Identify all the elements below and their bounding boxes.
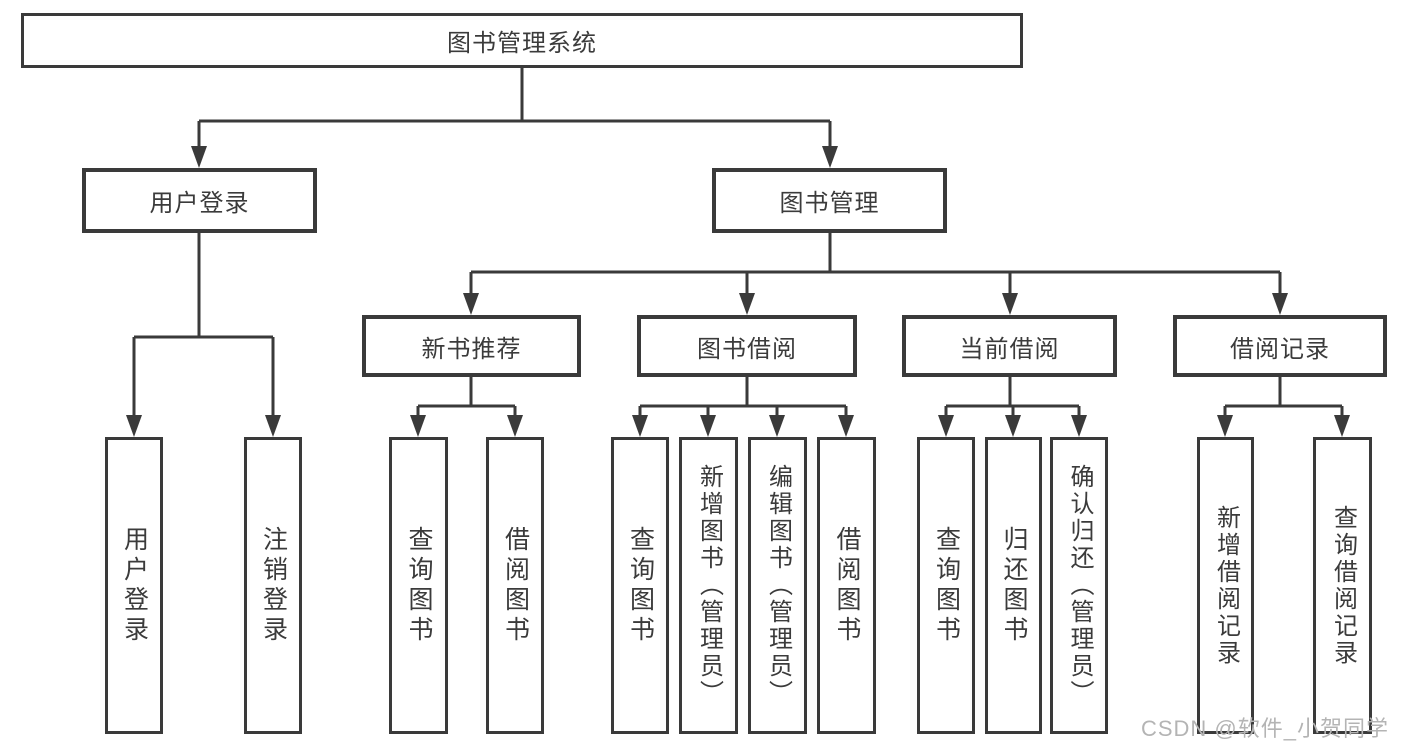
node-library-management-system: 图书管理系统 — [21, 13, 1023, 68]
node-label: 借阅记录 — [1230, 335, 1330, 363]
node-leaf-return-books: 归还图书 — [985, 437, 1042, 734]
node-leaf-confirm-return-admin: 确认归还（管理员） — [1050, 437, 1108, 734]
node-label: 查询借阅记录 — [1329, 504, 1357, 667]
arrow-down-icon — [1334, 415, 1350, 437]
node-user-login: 用户登录 — [82, 168, 317, 233]
node-leaf-borrow-books-recommend: 借阅图书 — [486, 437, 544, 734]
arrow-down-icon — [1217, 415, 1233, 437]
node-leaf-add-books-admin: 新增图书（管理员） — [679, 437, 738, 734]
node-leaf-edit-books-admin: 编辑图书（管理员） — [748, 437, 807, 734]
arrow-down-icon — [700, 415, 716, 437]
node-label: 查询图书 — [626, 525, 655, 646]
csdn-watermark: CSDN @软件_小贺同学 — [1140, 716, 1389, 741]
arrow-down-icon — [838, 415, 854, 437]
node-label: 图书管理 — [779, 190, 880, 217]
node-leaf-user-login: 用户登录 — [105, 437, 163, 734]
node-label: 借阅图书 — [833, 525, 861, 646]
arrow-down-icon — [1005, 415, 1021, 437]
node-label: 用户登录 — [120, 525, 149, 646]
arrow-down-icon — [191, 146, 207, 168]
arrow-down-icon — [126, 415, 142, 437]
node-book-borrowing: 图书借阅 — [637, 315, 857, 377]
node-label: 用户登录 — [149, 190, 250, 217]
node-current-borrowing: 当前借阅 — [902, 315, 1117, 377]
node-label: 新书推荐 — [421, 335, 522, 363]
node-leaf-query-books-current: 查询图书 — [917, 437, 975, 734]
node-label: 图书借阅 — [697, 335, 797, 363]
node-borrowing-records: 借阅记录 — [1173, 315, 1387, 377]
node-new-book-recommend: 新书推荐 — [362, 315, 581, 377]
arrow-down-icon — [769, 415, 785, 437]
node-leaf-borrow-books: 借阅图书 — [817, 437, 876, 734]
node-leaf-query-borrow-record: 查询借阅记录 — [1313, 437, 1372, 734]
arrow-down-icon — [938, 415, 954, 437]
node-label: 当前借阅 — [959, 335, 1060, 363]
node-leaf-logout: 注销登录 — [244, 437, 302, 734]
node-label: 查询图书 — [405, 525, 433, 646]
node-label: 注销登录 — [259, 525, 288, 646]
arrow-down-icon — [507, 415, 523, 437]
node-label: 借阅图书 — [501, 525, 530, 646]
node-book-management: 图书管理 — [712, 168, 947, 233]
node-label: 确认归还（管理员） — [1066, 464, 1093, 707]
node-leaf-add-borrow-record: 新增借阅记录 — [1197, 437, 1254, 734]
node-leaf-query-books-recommend: 查询图书 — [389, 437, 448, 734]
node-leaf-query-books-borrow: 查询图书 — [611, 437, 669, 734]
arrow-down-icon — [1071, 415, 1087, 437]
node-label: 新增借阅记录 — [1212, 504, 1240, 667]
node-label: 图书管理系统 — [447, 30, 597, 57]
arrow-down-icon — [463, 293, 479, 315]
node-label: 查询图书 — [932, 525, 961, 646]
arrow-down-icon — [739, 293, 755, 315]
arrow-down-icon — [1272, 293, 1288, 315]
node-label: 编辑图书（管理员） — [764, 464, 792, 707]
arrow-down-icon — [410, 415, 426, 437]
arrow-down-icon — [1002, 293, 1018, 315]
arrow-down-icon — [632, 415, 648, 437]
node-label: 归还图书 — [1000, 525, 1028, 646]
arrow-down-icon — [265, 415, 281, 437]
arrow-down-icon — [822, 146, 838, 168]
node-label: 新增图书（管理员） — [695, 464, 723, 707]
